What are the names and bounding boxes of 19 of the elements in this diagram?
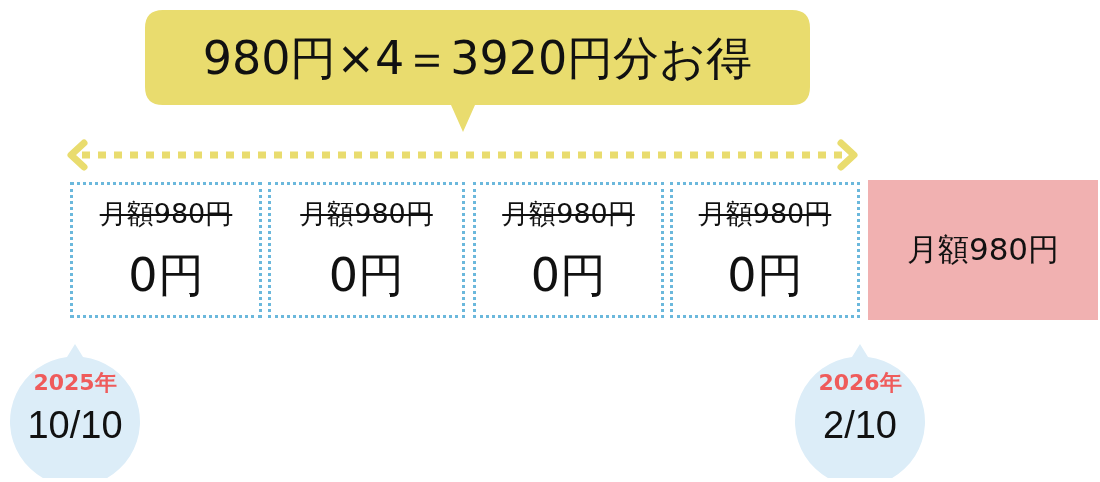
price-text: 0円 [726, 247, 804, 303]
struck-price-text: 月額980円 [299, 197, 434, 231]
price-text: 月額980円 [905, 230, 1061, 268]
year-text: 2026年 [817, 370, 903, 396]
month-box [70, 182, 262, 318]
month-box [868, 180, 1098, 320]
date-text: 10/10 [26, 403, 124, 448]
struck-price-text: 月額980円 [697, 197, 833, 231]
month-box [268, 182, 465, 318]
price-text: 0円 [127, 247, 205, 303]
savings-text: 980円×4＝3920円分お得 [201, 32, 754, 84]
price-text: 0円 [529, 247, 608, 303]
date-text: 2/10 [822, 403, 898, 448]
struck-price-text: 月額980円 [98, 197, 234, 231]
month-box [473, 182, 664, 318]
struck-price-text: 月額980円 [501, 197, 636, 231]
month-box [670, 182, 860, 318]
year-text: 2025年 [32, 370, 118, 396]
price-text: 0円 [327, 247, 406, 303]
